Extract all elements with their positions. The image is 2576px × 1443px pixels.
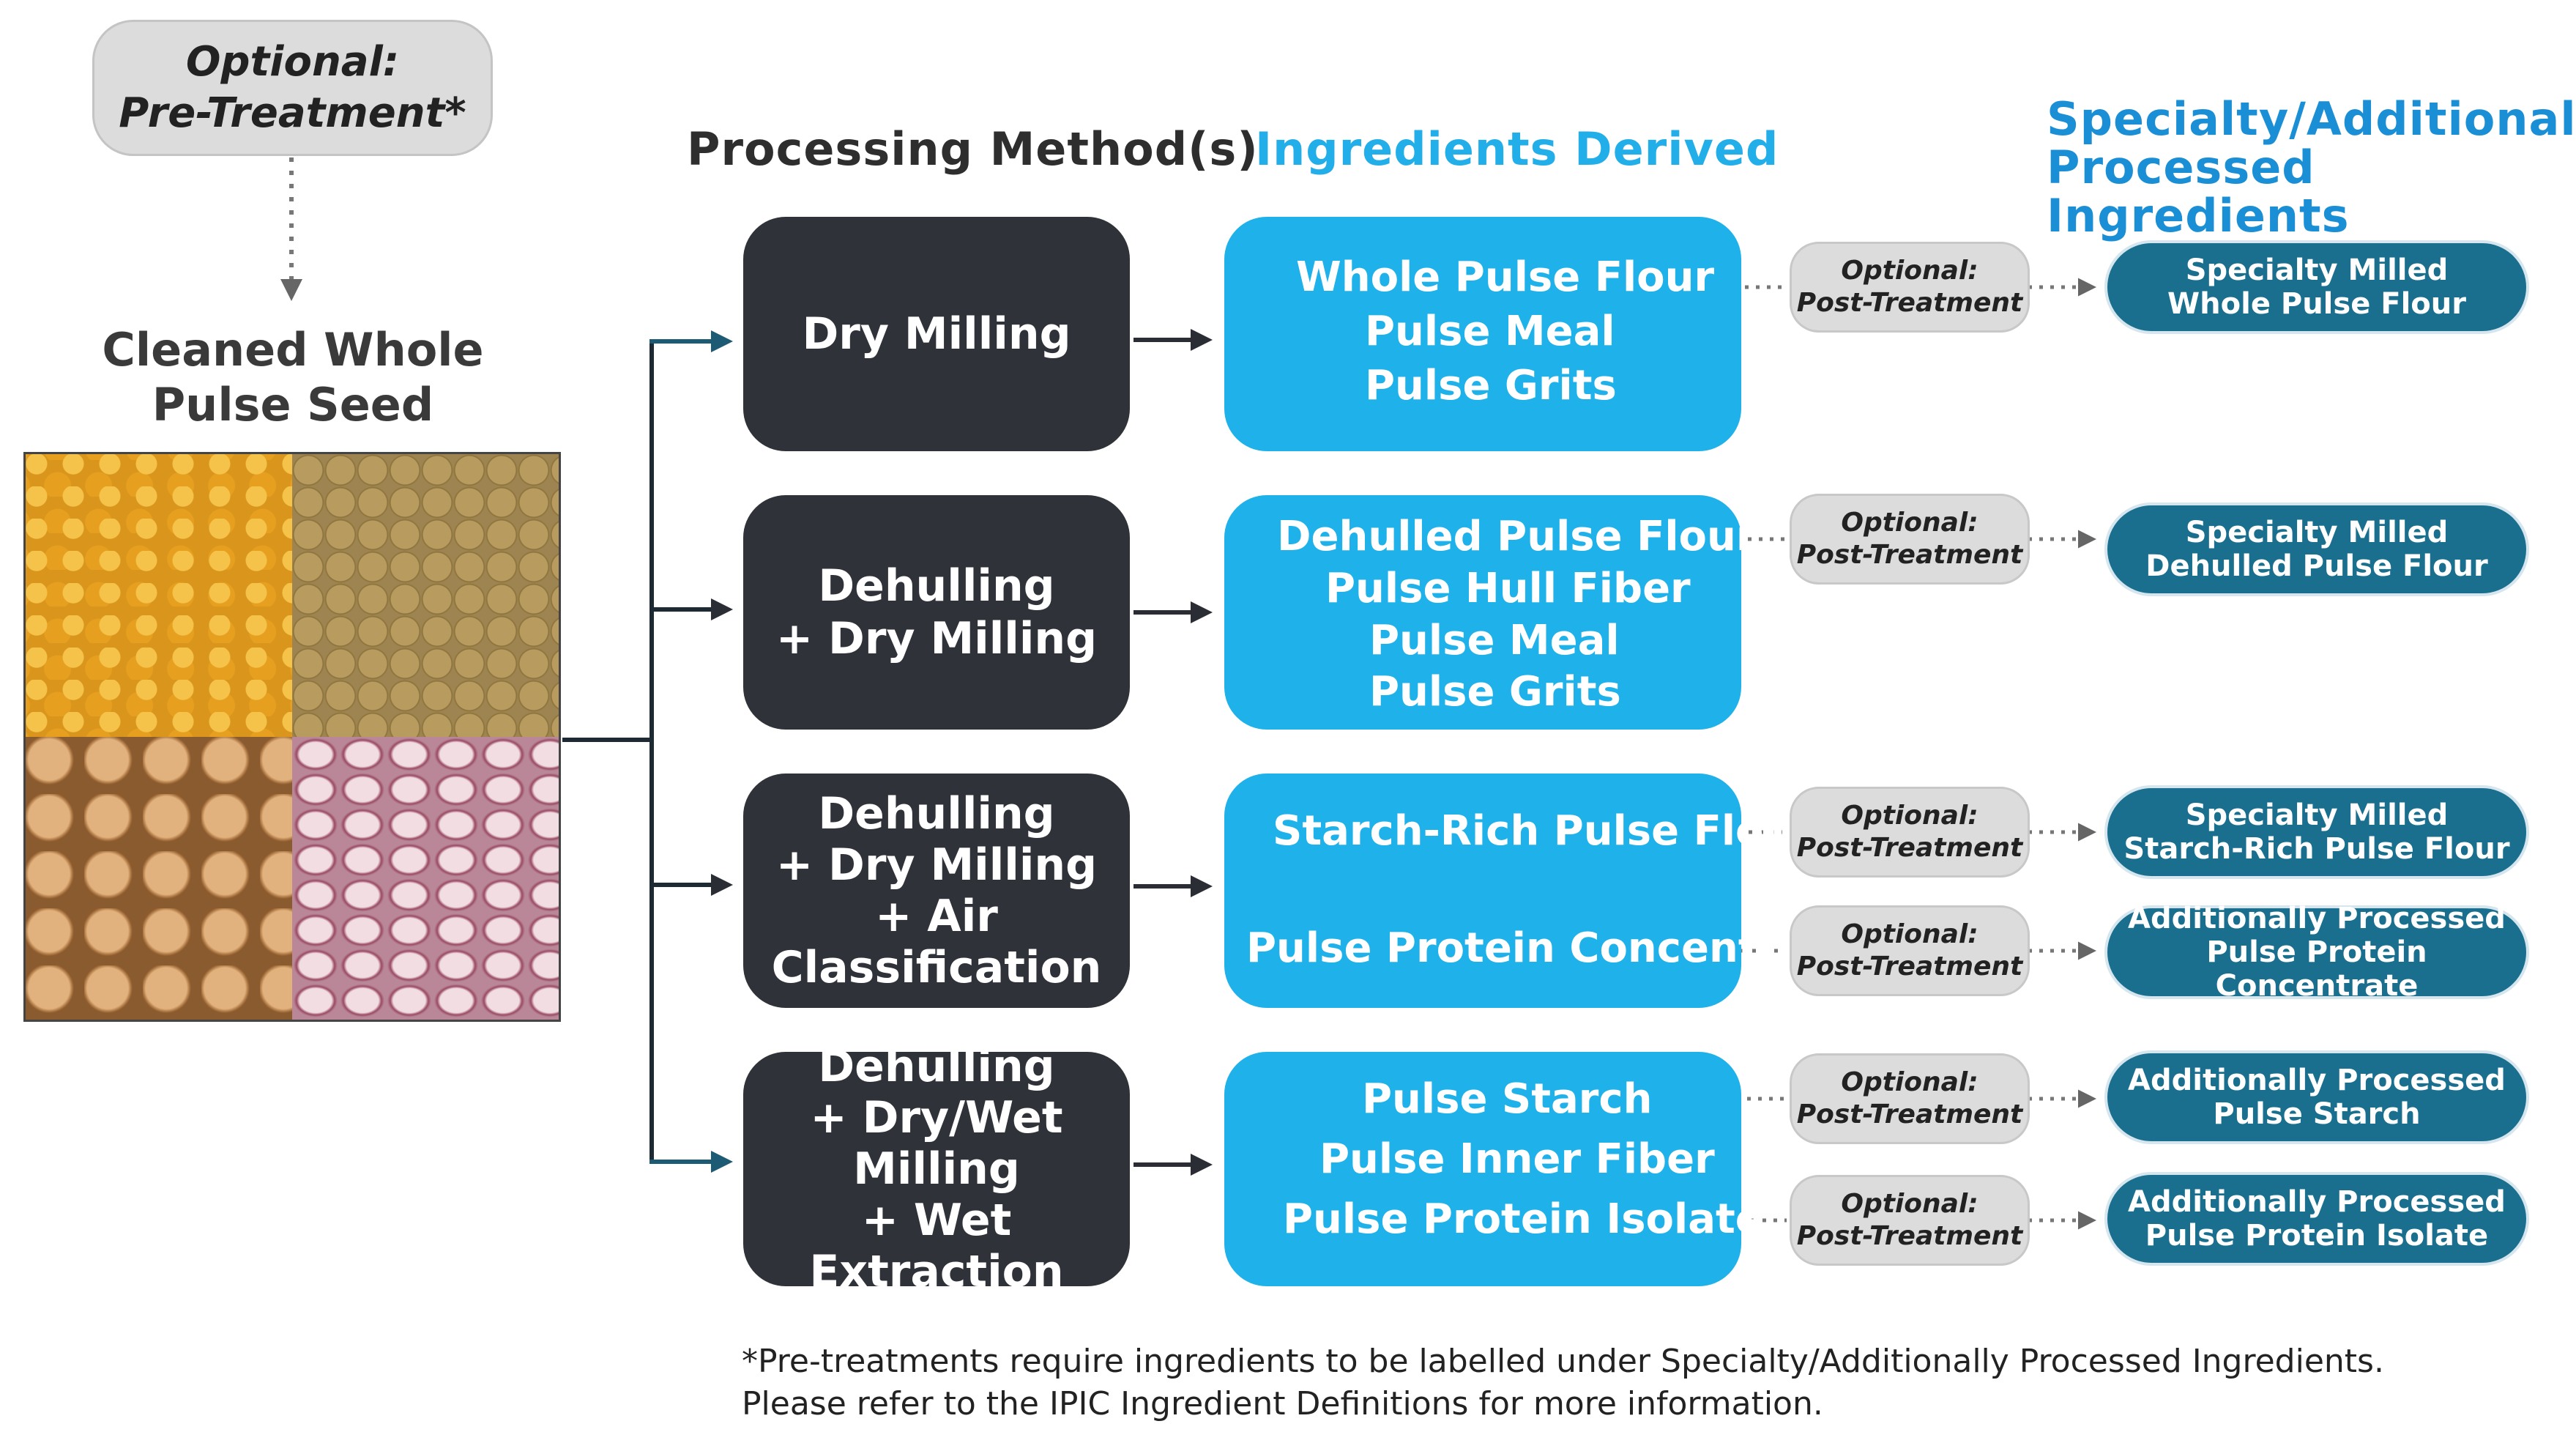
ingredient-item: Pulse Hull Fiber — [1325, 565, 1691, 612]
pretreatment-line2: Pre-Treatment* — [119, 89, 466, 137]
post-treatment-line1: Optional: — [1841, 919, 1978, 949]
ingredient-item: Pulse Grits — [1365, 362, 1617, 409]
specialty-line2: Starch-Rich Pulse Flour — [2123, 832, 2510, 866]
footnote-line1: *Pre-treatments require ingredients to b… — [742, 1343, 2384, 1380]
specialty-line2: Pulse Protein Isolate — [2145, 1219, 2489, 1253]
post-treatment-line2: Post-Treatment — [1796, 288, 2023, 318]
specialty-line1: Specialty Milled — [2185, 253, 2449, 287]
ingredient-item: Pulse Grits — [1369, 668, 1621, 716]
specialty-pill: Specialty Milled Dehulled Pulse Flour — [2104, 502, 2529, 596]
post-treatment-pill: Optional: Post-Treatment — [1790, 1175, 2030, 1266]
method-line: + Wet Extraction — [809, 1195, 1064, 1297]
method-line: Dry Milling — [802, 308, 1071, 360]
specialty-pill: Additionally Processed Pulse Protein Iso… — [2104, 1172, 2529, 1266]
method-line: + Dry Milling — [775, 613, 1098, 664]
post-treatment-line1: Optional: — [1841, 1189, 1978, 1219]
cranberry-beans-photo — [292, 737, 559, 1020]
header-methods: Processing Method(s) — [687, 122, 1259, 176]
ingredient-item: Starch-Rich Pulse Flour — [1273, 807, 1814, 855]
post-treatment-pill: Optional: Post-Treatment — [1790, 1053, 2030, 1144]
specialty-line1: Specialty Milled — [2185, 798, 2449, 832]
specialty-line1: Additionally Processed — [2128, 1185, 2506, 1219]
specialty-line2: Pulse Starch — [2213, 1097, 2421, 1131]
post-treatment-line2: Post-Treatment — [1796, 540, 2023, 570]
post-treatment-pill: Optional: Post-Treatment — [1790, 905, 2030, 996]
ingredient-item: Pulse Meal — [1369, 617, 1620, 664]
ingredient-item: Pulse Inner Fiber — [1319, 1135, 1715, 1183]
header-specialty-line1: Specialty/Additionally — [2047, 92, 2576, 146]
pulse-seed-photo — [23, 452, 561, 1022]
specialty-pill: Additionally Processed Pulse Protein Con… — [2104, 902, 2529, 1003]
post-treatment-line1: Optional: — [1841, 1067, 1978, 1097]
specialty-line1: Additionally Processed — [2128, 1064, 2506, 1097]
method-line: Dehulling — [818, 1041, 1055, 1092]
split-yellow-peas-photo — [26, 454, 292, 737]
ingredients-box-1: Whole Pulse Flour Pulse Meal Pulse Grits — [1224, 217, 1741, 451]
method-line: Dehulling — [818, 788, 1055, 839]
specialty-pill: Specialty Milled Whole Pulse Flour — [2104, 240, 2529, 334]
header-specialty: Specialty/Additionally Processed Ingredi… — [2047, 95, 2576, 240]
ingredient-item: Whole Pulse Flour — [1296, 253, 1715, 301]
ingredient-item: Pulse Protein Isolate — [1283, 1195, 1763, 1243]
seed-title-line2: Pulse Seed — [152, 378, 434, 431]
specialty-line2: Pulse Protein Concentrate — [2206, 935, 2427, 1003]
post-treatment-line1: Optional: — [1841, 801, 1978, 831]
post-treatment-pill: Optional: Post-Treatment — [1790, 494, 2030, 585]
specialty-line2: Whole Pulse Flour — [2167, 287, 2466, 321]
header-specialty-line2: Processed Ingredients — [2047, 141, 2350, 242]
lentils-photo — [292, 454, 559, 737]
ingredient-item: Pulse Meal — [1365, 308, 1615, 355]
method-line: Dehulling — [818, 560, 1055, 612]
method-line: + Dry/Wet Milling — [810, 1092, 1063, 1195]
chickpeas-photo — [26, 737, 292, 1020]
specialty-line1: Additionally Processed — [2128, 902, 2506, 935]
header-ingredients: Ingredients Derived — [1255, 122, 1779, 176]
post-treatment-line2: Post-Treatment — [1796, 833, 2023, 863]
specialty-line2: Dehulled Pulse Flour — [2145, 549, 2488, 583]
pretreatment-pill: Optional: Pre-Treatment* — [92, 20, 493, 156]
footnote-line2: Please refer to the IPIC Ingredient Defi… — [742, 1385, 1823, 1422]
specialty-pill: Additionally Processed Pulse Starch — [2104, 1050, 2529, 1144]
post-treatment-line1: Optional: — [1841, 508, 1978, 538]
ingredients-box-4: Pulse Starch Pulse Inner Fiber Pulse Pro… — [1224, 1052, 1763, 1286]
method-dehulling-dry-milling: Dehulling + Dry Milling — [743, 495, 1130, 730]
ingredient-item: Dehulled Pulse Flour — [1277, 513, 1757, 560]
method-dry-milling: Dry Milling — [743, 217, 1130, 451]
specialty-line1: Specialty Milled — [2185, 516, 2449, 549]
method-line: + Dry Milling — [775, 839, 1098, 891]
method-line: + Air Classification — [771, 891, 1102, 993]
post-treatment-line2: Post-Treatment — [1796, 1099, 2023, 1129]
seed-title-line1: Cleaned Whole — [102, 323, 484, 376]
post-treatment-line1: Optional: — [1841, 256, 1978, 286]
pretreatment-line1: Optional: — [185, 38, 400, 86]
ingredients-box-2: Dehulled Pulse Flour Pulse Hull Fiber Pu… — [1224, 495, 1756, 730]
footnote: *Pre-treatments require ingredients to b… — [742, 1340, 2426, 1425]
method-air-classification: Dehulling + Dry Milling + Air Classifica… — [743, 774, 1130, 1008]
post-treatment-pill: Optional: Post-Treatment — [1790, 242, 2030, 333]
post-treatment-line2: Post-Treatment — [1796, 952, 2023, 982]
method-wet-extraction: Dehulling + Dry/Wet Milling + Wet Extrac… — [743, 1041, 1130, 1297]
seed-title: Cleaned Whole Pulse Seed — [88, 322, 498, 432]
post-treatment-pill: Optional: Post-Treatment — [1790, 787, 2030, 878]
ingredient-item: Pulse Starch — [1362, 1075, 1653, 1123]
post-treatment-line2: Post-Treatment — [1796, 1221, 2023, 1251]
specialty-pill: Specialty Milled Starch-Rich Pulse Flour — [2104, 785, 2529, 879]
ingredients-box-3: Starch-Rich Pulse Flour Pulse Protein Co… — [1224, 774, 1853, 1008]
ingredient-item: Pulse Protein Concentrate — [1246, 924, 1853, 972]
